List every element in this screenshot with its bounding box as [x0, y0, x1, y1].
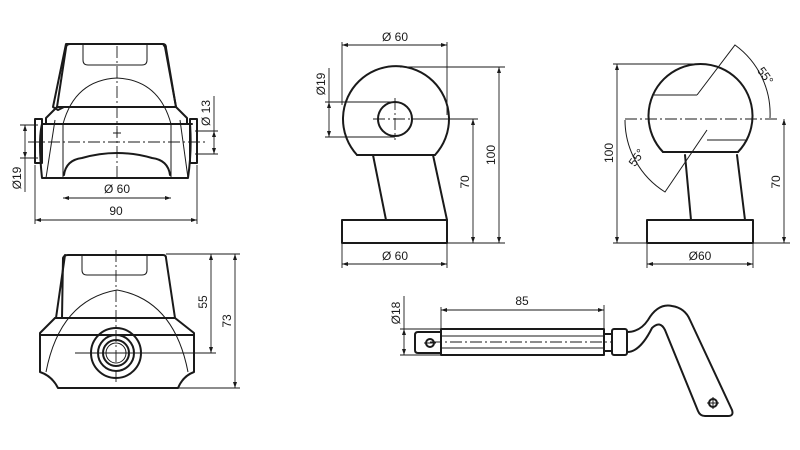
side-overall-height-label: 100 — [484, 145, 498, 165]
top-slot — [82, 44, 148, 66]
side-head-diameter-label: Ø 60 — [382, 30, 408, 44]
top-center-label: 55 — [196, 295, 210, 309]
handle-diameter-label: Ø18 — [389, 301, 403, 324]
angled-head — [647, 63, 754, 153]
handle-length-label: 85 — [515, 294, 529, 308]
angled-base-diameter-label: Ø60 — [689, 249, 712, 263]
side-base — [341, 219, 448, 244]
handle-collar — [611, 328, 628, 356]
side-head — [342, 65, 450, 156]
angle-upper-label: 55° — [754, 64, 776, 87]
angled-overall-height-label: 100 — [602, 143, 616, 163]
side-view: Ø 60 Ø19 70 100 Ø 60 — [314, 30, 505, 268]
top-overall-label: 73 — [220, 314, 234, 328]
side-hole-diameter-label: Ø19 — [314, 72, 328, 95]
angled-axis-height-label: 70 — [769, 175, 783, 189]
top-view: 55 73 — [39, 250, 240, 389]
left-boss — [34, 118, 43, 164]
angled-base — [646, 219, 754, 244]
side-base-diameter-label: Ø 60 — [382, 249, 408, 263]
angled-view: 55° 55° 100 70 Ø60 — [602, 44, 790, 268]
front-body-top — [52, 43, 177, 111]
front-arc-diameter-label: Ø 60 — [104, 182, 130, 196]
front-left-boss-label: Ø19 — [10, 166, 24, 189]
side-axis-height-label: 70 — [458, 175, 472, 189]
front-width-label: 90 — [109, 204, 123, 218]
angle-lower-label: 55° — [626, 146, 648, 169]
handle-view: 85 Ø18 — [389, 294, 734, 417]
handle-crank-arm — [626, 304, 734, 417]
front-view: Ø 60 90 Ø19 Ø 13 — [10, 43, 218, 224]
front-right-boss-label: Ø 13 — [199, 100, 213, 126]
right-boss — [189, 118, 198, 164]
